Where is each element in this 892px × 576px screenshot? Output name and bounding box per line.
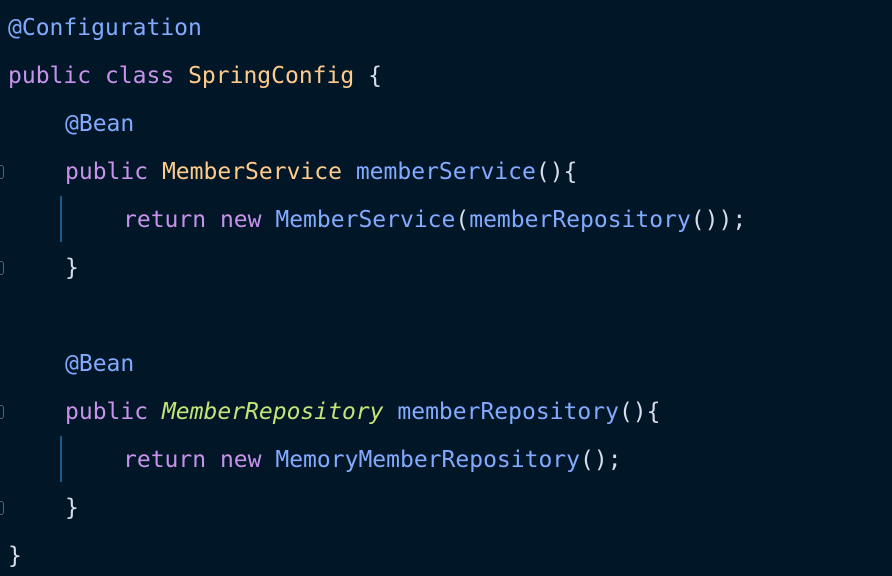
keyword-return: return: [123, 207, 207, 233]
annotation: @Configuration: [8, 15, 202, 41]
keyword-return: return: [123, 447, 207, 473]
code-line-9[interactable]: public MemberRepository memberRepository…: [8, 388, 660, 436]
keyword-new: new: [219, 207, 262, 233]
constructor-name: MemberService: [275, 207, 456, 233]
constructor-name: MemoryMemberRepository: [275, 447, 580, 473]
method-tail: (){: [535, 159, 578, 185]
annotation: @Bean: [65, 351, 135, 377]
code-line-12[interactable]: }: [8, 532, 22, 576]
code-line-3[interactable]: @Bean: [8, 100, 134, 148]
method-tail: (){: [618, 399, 661, 425]
code-line-2[interactable]: public class SpringConfig {: [8, 52, 382, 100]
close-brace: }: [65, 495, 79, 521]
class-name: SpringConfig: [188, 63, 355, 89]
fold-icon[interactable]: [0, 165, 4, 179]
indent-guide: [60, 436, 62, 482]
keyword-class: class: [104, 63, 175, 89]
code-line-4[interactable]: public MemberService memberService(){: [8, 148, 577, 196]
method-name: memberService: [355, 159, 536, 185]
statement-tail: ();: [580, 447, 622, 473]
indent-guide: [60, 196, 62, 242]
return-type: MemberRepository: [161, 399, 384, 425]
code-line-8[interactable]: @Bean: [8, 340, 134, 388]
fold-icon[interactable]: [0, 501, 4, 515]
keyword-public: public: [65, 399, 149, 425]
fold-icon[interactable]: [0, 261, 4, 275]
paren: (: [455, 207, 470, 233]
statement-tail: ());: [690, 207, 747, 233]
keyword-new: new: [219, 447, 262, 473]
open-brace: {: [368, 63, 382, 89]
code-line-6[interactable]: }: [8, 244, 79, 292]
keyword-public: public: [8, 63, 92, 89]
call-name: memberRepository: [469, 207, 691, 233]
method-name: memberRepository: [397, 399, 619, 425]
close-brace: }: [65, 255, 79, 281]
keyword-public: public: [65, 159, 149, 185]
annotation: @Bean: [65, 111, 135, 137]
fold-icon[interactable]: [0, 405, 4, 419]
close-brace: }: [8, 543, 22, 569]
code-line-10[interactable]: return new MemoryMemberRepository();: [8, 436, 622, 484]
code-line-1[interactable]: @Configuration: [8, 4, 202, 52]
code-line-11[interactable]: }: [8, 484, 79, 532]
code-line-5[interactable]: return new MemberService(memberRepositor…: [8, 196, 746, 244]
return-type: MemberService: [161, 159, 342, 185]
